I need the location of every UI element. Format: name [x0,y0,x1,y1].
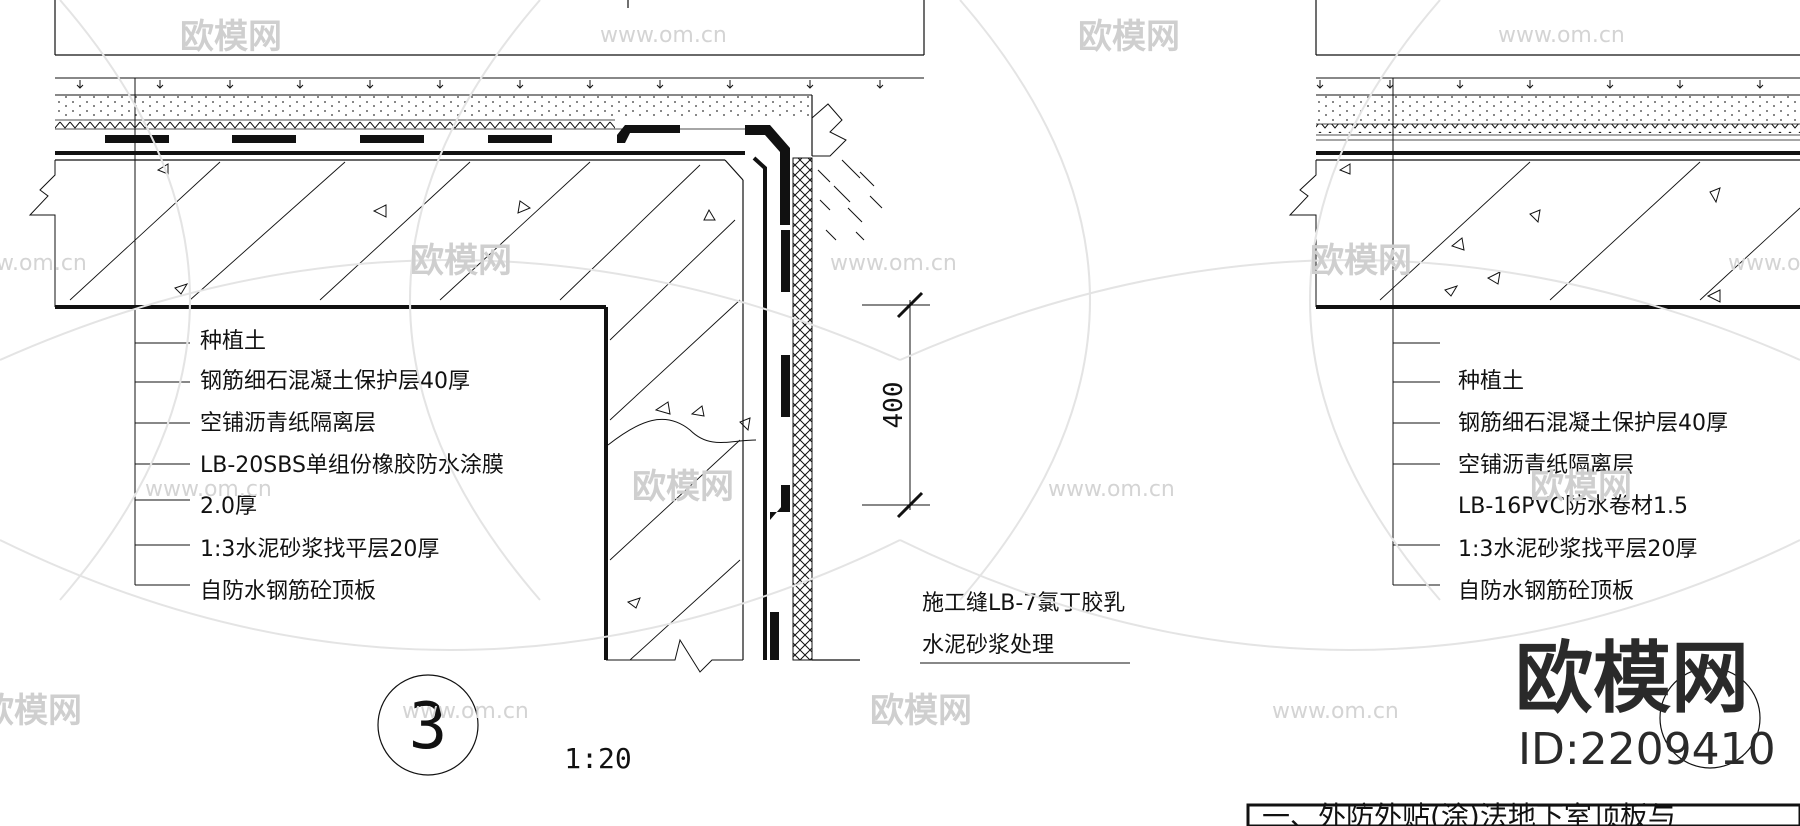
watermark-brand-3: 欧模网 [410,241,512,281]
left-layer-4: LB-20SBS单组份橡胶防水涂膜 [200,453,504,478]
layer-leader [134,78,190,586]
soil-layer [55,77,924,89]
joint-note-line-2: 水泥砂浆处理 [922,633,1054,658]
watermark-brand-1: 欧模网 [180,17,282,57]
right-title-box [1246,803,1800,826]
watermark-brand-6: 欧模网 [1530,467,1632,507]
right-layer-6: 自防水钢筋砼顶板 [1458,579,1634,604]
right-layer-2: 钢筋细石混凝土保护层40厚 [1458,411,1728,436]
right-layer-3: 空铺沥青纸隔离层 [1458,453,1634,478]
watermark-url-1: www.om.cn [600,23,727,48]
left-layer-5: 2.0厚 [200,494,257,519]
scale-label: 1:20 [564,742,631,775]
watermark-url-2: www.om.cn [1498,23,1625,48]
watermark-brand-8: 欧模网 [870,691,972,731]
watermark-layer: 欧模网 www.om.cn 欧模网 www.om.cn www.om.cn 欧模… [0,0,1800,731]
right-detail-marker-circle [1659,667,1761,769]
wall-membrane [770,230,790,660]
watermark-brand-7: 欧模网 [0,691,82,731]
dimension-value: 400 [879,382,909,429]
left-layer-3: 空铺沥青纸隔离层 [200,411,376,436]
watermark-url-4: www.om.cn [830,251,957,276]
right-layer-5: 1:3水泥砂浆找平层20厚 [1458,537,1697,562]
watermark-url-6: www.om.cn [145,477,272,502]
right-detail: 种植土 钢筋细石混凝土保护层40厚 空铺沥青纸隔离层 LB-16PVC防水卷材1… [1246,0,1800,826]
left-layer-1: 种植土 [200,329,266,354]
left-detail: 400 种植土 钢筋细石混凝土保护层40厚 空铺沥青纸隔离层 LB-20SBS单… [28,0,1130,776]
watermark-url-5: www.om.cn [1728,251,1800,276]
watermark-url-7: www.om.cn [1048,477,1175,502]
right-bottom-title: 一、外防外贴(涂)法地下室顶板与 [1262,800,1676,826]
detail-marker-circle [377,674,479,776]
detail-marker-number: 3 [409,690,448,764]
joint-note-line-1: 施工缝LB-7氯丁胶乳 [922,591,1125,616]
right-layer-4: LB-16PVC防水卷材1.5 [1458,494,1688,519]
watermark-brand-5: 欧模网 [632,467,734,507]
watermark-id: ID:2209410 [1518,724,1776,775]
watermark-brand-2: 欧模网 [1078,17,1180,57]
brand-logo-text: 欧模网 [1515,634,1750,724]
watermark-brand-4: 欧模网 [1310,241,1412,281]
right-layer-1: 种植土 [1458,369,1524,394]
protective-brick-wall [792,157,813,661]
left-layer-7: 自防水钢筋砼顶板 [200,579,376,604]
dimension-400: 400 [862,291,930,519]
left-layer-2: 钢筋细石混凝土保护层40厚 [200,369,470,394]
concrete-slab-left [28,156,767,673]
left-layer-6: 1:3水泥砂浆找平层20厚 [200,537,439,562]
watermark-url-3: www.om.cn [0,251,87,276]
watermark-url-8: www.om.cn [402,699,529,724]
watermark-url-9: www.om.cn [1272,699,1399,724]
